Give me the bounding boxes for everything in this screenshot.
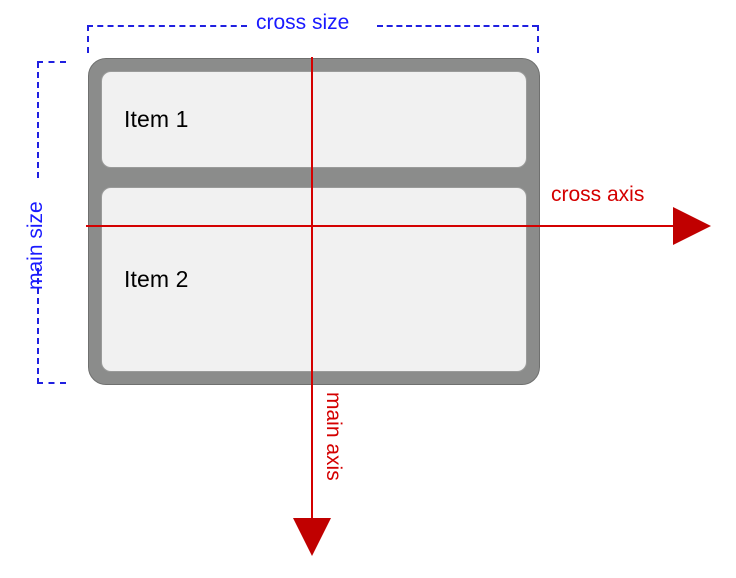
- main-size-label: main size: [24, 201, 47, 290]
- flex-item-2-label: Item 2: [124, 266, 189, 292]
- main-axis-arrowhead-icon: [293, 518, 331, 556]
- cross-size-tick-right: [537, 25, 539, 53]
- cross-size-bracket-right-segment: [377, 25, 538, 27]
- cross-axis-label: cross axis: [551, 183, 645, 206]
- main-size-tick-bottom: [37, 382, 66, 384]
- main-axis-label: main axis: [322, 392, 345, 481]
- cross-axis-arrowhead-icon: [673, 207, 711, 245]
- main-size-bracket-top-segment: [37, 62, 39, 178]
- flex-item-1: Item 1: [101, 71, 527, 168]
- cross-size-bracket-left-segment: [87, 25, 247, 27]
- flex-item-1-label: Item 1: [124, 106, 189, 132]
- flex-container: Item 1 Item 2: [88, 58, 540, 385]
- flex-items-wrapper: Item 1 Item 2: [101, 71, 527, 372]
- main-axis-line: [311, 57, 313, 522]
- cross-size-label: cross size: [256, 11, 350, 34]
- cross-axis-line: [86, 225, 675, 227]
- cross-size-tick-left: [87, 25, 89, 53]
- flex-item-2: Item 2: [101, 187, 527, 372]
- main-size-bracket-bottom-segment: [37, 268, 39, 384]
- main-size-tick-top: [37, 61, 66, 63]
